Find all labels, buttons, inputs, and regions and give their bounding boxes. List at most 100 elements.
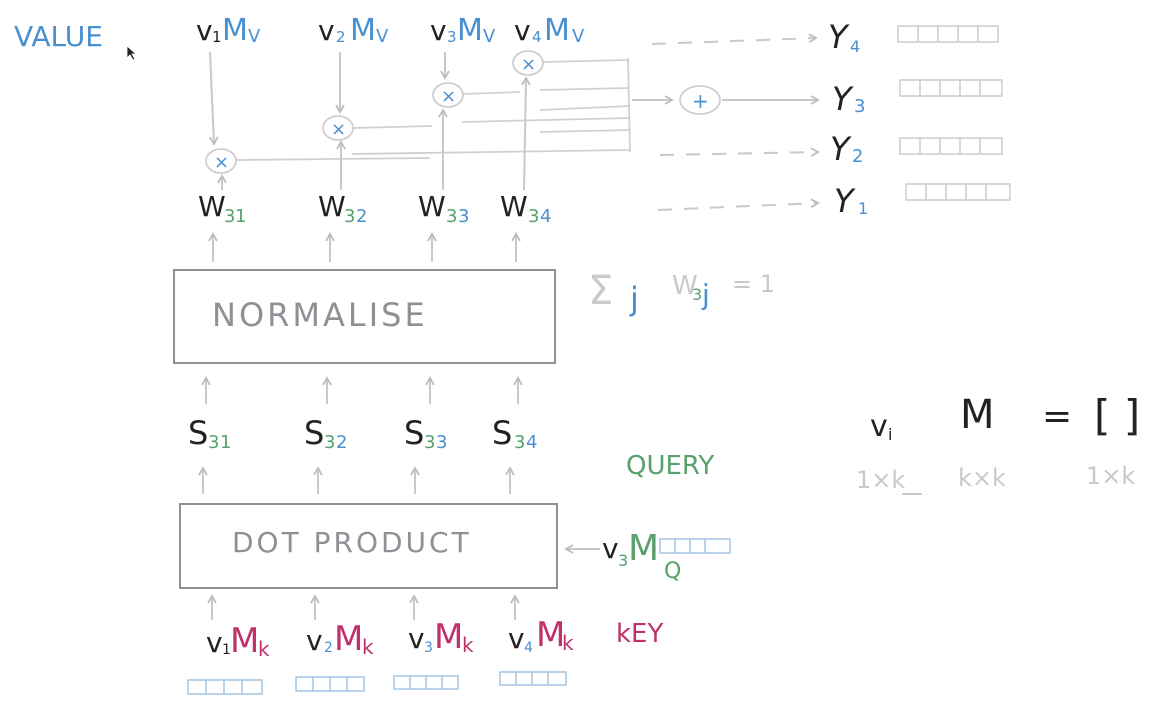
key-vector-1: v 1 M k xyxy=(206,621,270,661)
multiply-node-2: × xyxy=(322,115,354,141)
svg-text:W: W xyxy=(318,190,346,223)
svg-text:v: v xyxy=(408,622,425,655)
weight-w32: W 3 2 xyxy=(318,190,367,227)
svg-text:M: M xyxy=(628,528,659,569)
svg-text:3: 3 xyxy=(458,206,469,227)
svg-text:+: + xyxy=(692,89,709,113)
output-arrow-2 xyxy=(659,147,820,157)
svg-text:3: 3 xyxy=(446,206,457,227)
svg-text:4: 4 xyxy=(850,37,860,56)
svg-text:V: V xyxy=(376,26,389,47)
weight-w34: W 3 4 xyxy=(500,190,551,227)
svg-text:M: M xyxy=(350,13,376,48)
svg-text:M: M xyxy=(457,13,483,48)
score-s31: S 3 1 xyxy=(188,414,231,453)
svg-text:M: M xyxy=(230,621,259,661)
svg-text:V: V xyxy=(248,26,261,47)
svg-text:4: 4 xyxy=(540,206,551,227)
svg-text:3: 3 xyxy=(447,28,457,46)
svg-text:2: 2 xyxy=(336,432,347,453)
svg-text:2: 2 xyxy=(336,28,346,46)
svg-text:V: V xyxy=(572,26,585,47)
value-label: VALUE xyxy=(14,20,103,53)
svg-text:3: 3 xyxy=(344,206,355,227)
svg-text:k: k xyxy=(562,631,574,655)
svg-text:= 1: = 1 xyxy=(732,270,775,298)
output-arrow-4 xyxy=(651,33,818,45)
svg-text:v: v xyxy=(514,14,531,47)
svg-text:M: M xyxy=(334,619,363,659)
multiply-node-3: × xyxy=(432,82,464,108)
weight-w33: W 3 3 xyxy=(418,190,469,227)
svg-text:3: 3 xyxy=(224,206,235,227)
dot-product-box: DOT PRODUCT xyxy=(179,503,558,589)
svg-text:Q: Q xyxy=(664,559,681,584)
svg-text:M: M xyxy=(222,13,248,48)
svg-text:4: 4 xyxy=(532,28,542,46)
weighted-value-lines xyxy=(235,57,674,161)
svg-text:3: 3 xyxy=(618,551,628,570)
svg-text:2: 2 xyxy=(852,146,863,167)
svg-text:1: 1 xyxy=(235,206,246,227)
svg-text:2: 2 xyxy=(324,640,333,656)
svg-text:M: M xyxy=(536,615,565,655)
output-arrow-1 xyxy=(657,198,820,211)
output-y1: Y 1 xyxy=(834,182,868,220)
svg-text:3: 3 xyxy=(692,285,702,304)
weight-arrow-4 xyxy=(521,76,531,191)
score-s34: S 3 4 xyxy=(492,414,537,453)
score-s33: S 3 3 xyxy=(404,414,447,453)
svg-text:M: M xyxy=(544,13,570,48)
sum-node: + xyxy=(679,85,721,115)
value-vector-4: v 4 M V xyxy=(514,13,585,48)
svg-text:W: W xyxy=(500,190,528,223)
dimension-equation: v i M = [ ] 1×k k×k 1×k xyxy=(856,391,1140,495)
svg-text:S: S xyxy=(492,414,512,452)
svg-text:3: 3 xyxy=(854,96,865,117)
svg-text:3: 3 xyxy=(424,640,433,656)
svg-text:k×k: k×k xyxy=(958,464,1006,492)
svg-text:Y: Y xyxy=(832,80,854,118)
svg-text:S: S xyxy=(188,414,208,452)
key-vector-4: v 4 M k xyxy=(508,615,574,656)
value-vector-1: v 1 M V xyxy=(196,13,261,48)
value-vector-3: v 3 M V xyxy=(430,13,496,48)
svg-text:DOT PRODUCT: DOT PRODUCT xyxy=(232,526,472,559)
svg-text:Y: Y xyxy=(830,130,852,168)
svg-text:j: j xyxy=(701,278,710,311)
value-vector-2: v 2 M V xyxy=(318,13,389,48)
svg-text:1: 1 xyxy=(222,642,231,658)
svg-text:×: × xyxy=(214,152,229,173)
svg-text:k: k xyxy=(462,633,474,657)
svg-text:S: S xyxy=(404,414,424,452)
svg-text:NORMALISE: NORMALISE xyxy=(212,296,428,334)
svg-text:i: i xyxy=(888,425,892,444)
output-vector-boxes xyxy=(897,25,1011,201)
output-y3: Y 3 xyxy=(832,80,865,118)
key-vector-2: v 2 M k xyxy=(306,619,374,659)
svg-text:[ ]: [ ] xyxy=(1094,391,1140,440)
svg-text:3: 3 xyxy=(528,206,539,227)
weight-w31: W 3 1 xyxy=(198,190,246,227)
svg-text:v: v xyxy=(318,14,335,47)
svg-text:V: V xyxy=(483,26,496,47)
output-y4: Y 4 xyxy=(828,18,860,56)
svg-text:Y: Y xyxy=(834,182,856,220)
svg-text:1: 1 xyxy=(212,28,222,46)
svg-text:4: 4 xyxy=(526,432,537,453)
multiply-node-1: × xyxy=(205,148,237,174)
svg-text:v: v xyxy=(870,409,888,444)
svg-text:W: W xyxy=(418,190,446,223)
svg-text:v: v xyxy=(206,626,223,659)
svg-text:Σ: Σ xyxy=(588,268,613,314)
output-y2: Y 2 xyxy=(830,130,863,168)
svg-text:2: 2 xyxy=(356,206,367,227)
svg-text:W: W xyxy=(672,271,698,301)
svg-text:3: 3 xyxy=(208,432,219,453)
svg-text:v: v xyxy=(508,622,525,655)
svg-text:j: j xyxy=(629,280,639,318)
svg-text:v: v xyxy=(602,532,619,565)
svg-text:k: k xyxy=(362,635,374,659)
svg-text:4: 4 xyxy=(524,640,533,656)
